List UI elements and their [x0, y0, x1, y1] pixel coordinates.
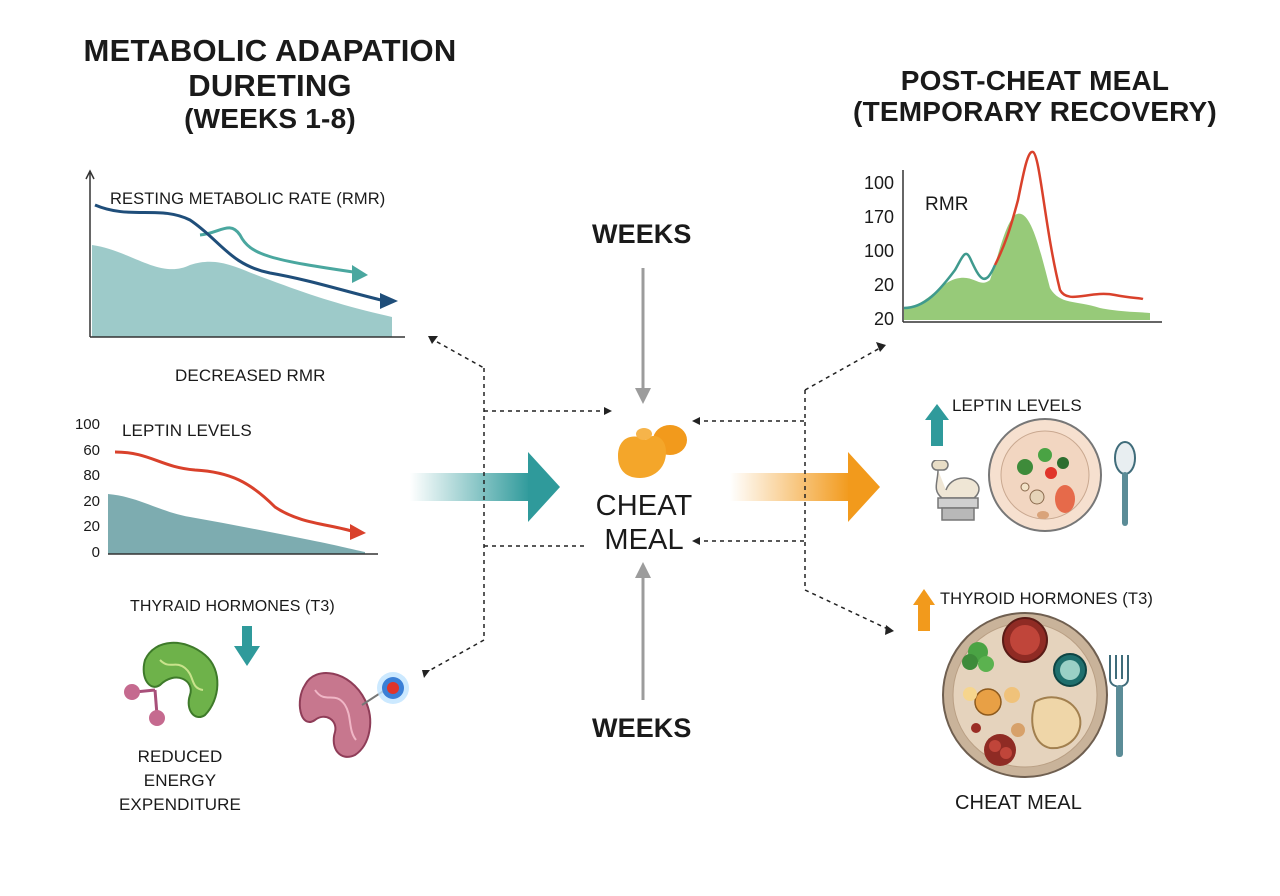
rmr-area — [92, 245, 392, 337]
right-dash-arrowhead — [876, 342, 886, 352]
left-title-line2: DURETING — [188, 67, 352, 103]
rmr-chart-label: RESTING METABOLIC RATE (RMR) — [110, 190, 386, 208]
right-rmr-tick: 20 — [873, 309, 894, 329]
rmr-teal-line — [199, 226, 361, 275]
right-dash-arrowhead — [885, 625, 894, 635]
left-title-line3: (WEEKS 1-8) — [184, 103, 356, 135]
right-dash-arrowhead — [692, 417, 700, 425]
right-title-line2: (TEMPORARY RECOVERY) — [853, 96, 1217, 128]
rmr-y-axis-arrow — [85, 169, 95, 180]
left-dash-arrowhead — [604, 407, 612, 415]
leptin-up-arrow-icon — [925, 404, 949, 446]
leptin-tick: 20 — [83, 492, 100, 510]
leptin-tick: 20 — [83, 518, 100, 535]
cheat-line: CHEAT — [595, 490, 693, 522]
left-title: METABOLIC ADAPATION DURETING (WEEKS 1-8) — [40, 33, 500, 135]
salad-plate-icon — [988, 418, 1102, 532]
teal-big-arrow — [410, 452, 560, 522]
post-cheat-rmr-chart — [902, 150, 1162, 323]
left-title-line1: METABOLIC ADAPATION — [83, 33, 457, 68]
leptin-chart-label: LEPTIN LEVELS — [122, 421, 252, 440]
orange-big-arrow — [730, 452, 880, 522]
dessert-icon — [931, 460, 980, 521]
rmr-navy-line — [94, 203, 386, 303]
weeks-down-arrow — [635, 268, 651, 404]
right-leptin-label: LEPTIN LEVELS — [952, 396, 1082, 415]
right-thyroid-label: THYROID HORMONES (T3) — [940, 590, 1153, 608]
right-dashed-connectors — [696, 347, 891, 631]
cheat-meal-label: CHEAT MEAL — [585, 489, 703, 557]
rmr-teal-arrowhead — [352, 265, 368, 283]
reduced-energy-caption: REDUCED ENERGY EXPENDITURE — [105, 745, 255, 817]
right-rmr-label: RMR — [925, 194, 969, 215]
right-rmr-tick: 20 — [873, 275, 894, 295]
right-rmr-tick: 170 — [863, 207, 894, 227]
mitochondrion-pink-icon — [298, 672, 409, 758]
left-dashed-connectors — [424, 337, 606, 674]
rmr-decline-chart — [85, 169, 405, 338]
thyraid-label: THYRAID HORMONES (T3) — [130, 598, 335, 615]
right-dash-arrowhead — [692, 537, 700, 545]
weeks-up-arrow — [635, 562, 651, 700]
leptin-tick: 60 — [83, 441, 100, 459]
right-title-line1: POST-CHEAT MEAL — [900, 65, 1170, 96]
right-rmr-tick: 100 — [863, 241, 894, 261]
mitochondrion-green-icon — [124, 641, 219, 726]
right-rmr-ticks: 100 170 100 20 20 — [854, 166, 894, 336]
spoon-icon — [1114, 441, 1136, 526]
cheat-meal-plate-icon — [942, 612, 1108, 778]
decreased-rmr-caption: DECREASED RMR — [175, 366, 326, 385]
meal-line: MEAL — [604, 524, 684, 556]
weeks-bottom-label: WEEKS — [592, 713, 692, 743]
down-arrow-icon — [234, 626, 260, 666]
teal-line — [903, 252, 997, 310]
leptin-tick: 100 — [74, 416, 100, 433]
right-title: POST-CHEAT MEAL (TEMPORARY RECOVERY) — [850, 65, 1220, 128]
cheat-meal-icon — [618, 425, 687, 478]
leptin-decline-chart — [108, 450, 378, 555]
leptin-tick: 0 — [91, 543, 100, 561]
caption-line: ENERGY — [143, 771, 217, 790]
leptin-red-arrowhead — [350, 524, 366, 540]
caption-line: REDUCED — [137, 747, 223, 766]
fork-icon — [1109, 655, 1129, 757]
thyroid-up-arrow-icon — [913, 589, 935, 631]
red-line — [993, 150, 1144, 301]
right-rmr-tick: 100 — [863, 173, 894, 193]
leptin-area — [108, 494, 365, 554]
leptin-ticks: 100 60 80 20 20 0 — [60, 412, 100, 565]
left-dash-arrowhead — [428, 336, 438, 344]
leptin-tick: 80 — [83, 467, 100, 484]
weeks-top-label: WEEKS — [592, 219, 692, 249]
rmr-navy-arrowhead — [380, 293, 398, 309]
green-area — [904, 213, 1150, 320]
cheat-meal-caption: CHEAT MEAL — [955, 792, 1082, 814]
caption-line: EXPENDITURE — [118, 795, 241, 814]
leptin-red-line — [114, 450, 356, 534]
left-dash-arrowhead — [422, 670, 430, 678]
